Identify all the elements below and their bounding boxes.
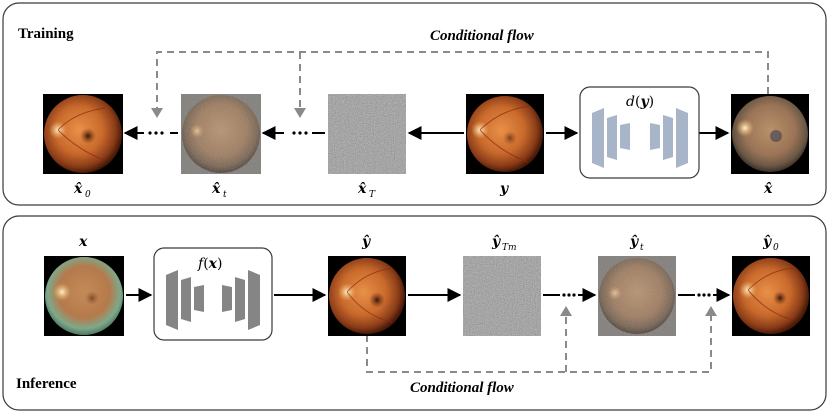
inference-title: Inference [16, 376, 77, 392]
image-x0 [43, 94, 123, 174]
inference-flow-arrowhead-y0 [705, 306, 717, 316]
training-flow-arrowhead-x0 [151, 108, 163, 118]
svg-text:x̂: x̂ [211, 181, 221, 197]
inference-flow-arrowhead-yt [560, 306, 572, 316]
inference-conditional-flow [366, 312, 712, 373]
training-title: Training [18, 26, 74, 42]
svg-text:0: 0 [85, 190, 91, 200]
svg-text:x̂: x̂ [357, 181, 367, 197]
image-x [44, 256, 124, 336]
inference-flow-label: Conditional flow [410, 380, 515, 396]
training-ellipsis [148, 131, 308, 135]
training-flow-label: Conditional flow [430, 28, 535, 44]
svg-text:ŷ: ŷ [762, 233, 772, 250]
svg-text:x̂: x̂ [73, 181, 83, 197]
svg-text:x: x [78, 234, 88, 250]
training-flow-arrowhead-xt [294, 108, 306, 118]
svg-text:x̂: x̂ [763, 181, 773, 197]
network-d: d(y) [579, 86, 700, 179]
network-d-label: d(y) [626, 94, 654, 110]
svg-text:ŷ: ŷ [361, 233, 371, 250]
network-f: f(x) [153, 247, 273, 341]
svg-text:t: t [640, 243, 644, 253]
training-conditional-flow [156, 51, 769, 112]
svg-text:y: y [499, 181, 509, 197]
image-xhat [731, 94, 809, 174]
svg-text:t: t [223, 190, 227, 200]
image-xT-noise [328, 94, 406, 174]
training-panel [2, 2, 827, 206]
svg-text:0: 0 [773, 243, 779, 253]
svg-text:Tm: Tm [502, 243, 517, 253]
image-xt [181, 94, 261, 174]
image-y [466, 94, 544, 174]
svg-text:T: T [369, 190, 376, 200]
training-labels: x̂0 x̂t x̂T y x̂ [73, 181, 773, 200]
image-yhat [328, 256, 406, 336]
image-y0 [732, 256, 810, 336]
network-f-label: f(x) [197, 256, 222, 272]
image-yt [598, 256, 676, 336]
inference-ellipsis [562, 293, 711, 297]
image-yTm-noise [463, 256, 541, 336]
svg-text:ŷ: ŷ [491, 233, 501, 250]
svg-text:ŷ: ŷ [629, 233, 639, 250]
